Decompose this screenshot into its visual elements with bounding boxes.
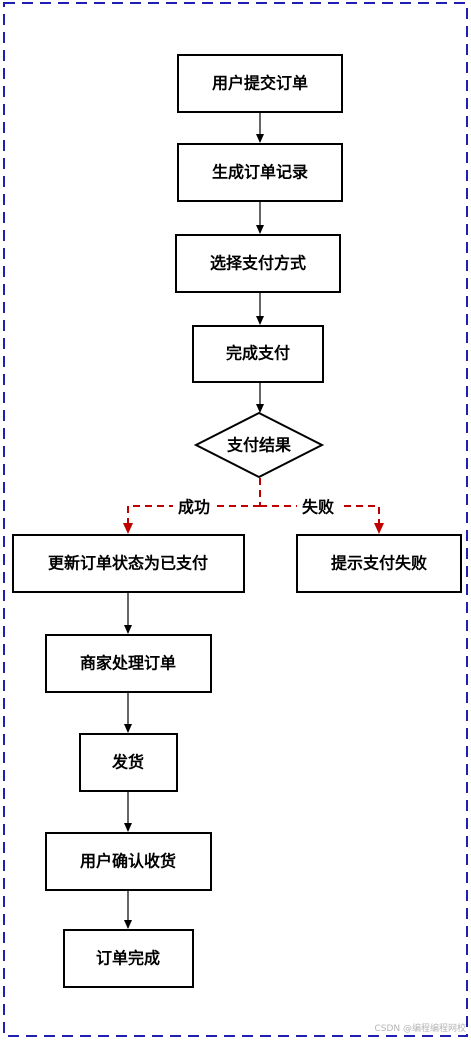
- node-submit-order: 用户提交订单: [177, 54, 343, 113]
- node-order-done-label: 订单完成: [96, 949, 160, 968]
- node-choose-payment: 选择支付方式: [175, 234, 341, 293]
- node-ship-label: 发货: [111, 753, 144, 772]
- node-create-record-label: 生成订单记录: [212, 163, 308, 182]
- node-choose-payment-label: 选择支付方式: [210, 254, 306, 273]
- node-order-done: 订单完成: [63, 929, 194, 988]
- node-payment-result-decision: 支付结果: [193, 411, 325, 479]
- failure-label: 失败: [302, 498, 334, 517]
- node-submit-order-label: 用户提交订单: [212, 74, 308, 93]
- outer-dashed-border: [3, 2, 468, 1037]
- branch-success-arrow: [123, 505, 260, 534]
- node-payment-result-label: 支付结果: [226, 436, 291, 455]
- node-payment-failed: 提示支付失败: [296, 534, 462, 593]
- node-create-record: 生成订单记录: [177, 143, 343, 202]
- node-complete-payment: 完成支付: [192, 325, 324, 383]
- success-label-bg: [173, 497, 215, 517]
- success-label: 成功: [178, 498, 210, 517]
- node-confirm-receipt: 用户确认收货: [45, 832, 212, 891]
- node-merchant-process-label: 商家处理订单: [80, 654, 176, 673]
- node-payment-failed-label: 提示支付失败: [331, 554, 427, 573]
- node-ship: 发货: [79, 733, 178, 792]
- node-update-status: 更新订单状态为已支付: [12, 534, 245, 593]
- node-complete-payment-label: 完成支付: [226, 344, 290, 363]
- node-merchant-process: 商家处理订单: [45, 634, 212, 693]
- failure-label-bg: [297, 497, 339, 517]
- watermark-text: CSDN @编程编程网校: [374, 1022, 466, 1034]
- node-confirm-receipt-label: 用户确认收货: [80, 852, 176, 871]
- node-update-status-label: 更新订单状态为已支付: [48, 554, 208, 573]
